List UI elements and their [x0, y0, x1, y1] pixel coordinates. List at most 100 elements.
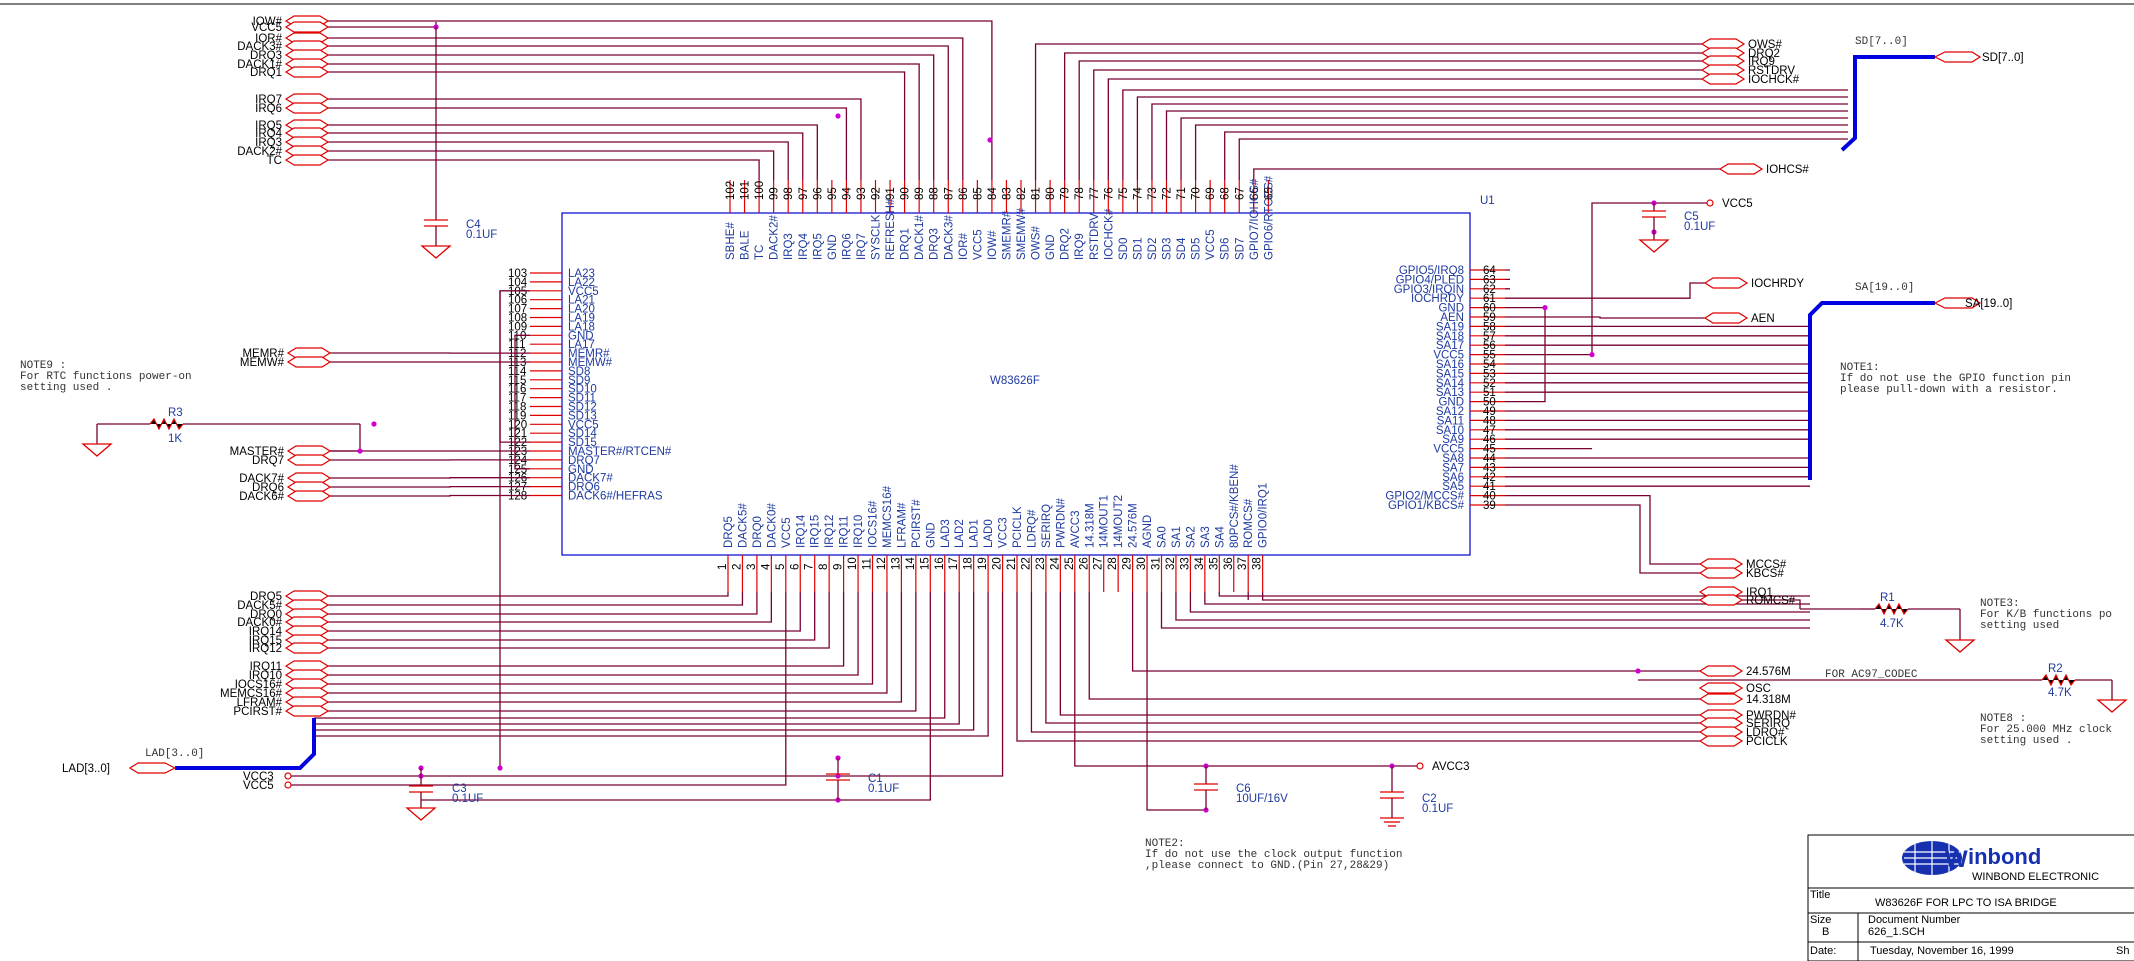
right-pin-number: 40 [1483, 491, 1496, 503]
left-port: IOR# [255, 33, 282, 45]
top-pin-name: SYSCLK [871, 214, 883, 260]
left-pin-name: SD14 [568, 428, 597, 440]
mid-left-port: MASTER# [230, 446, 285, 458]
bottom-pin-number: 27 [1093, 557, 1105, 570]
r2-ref: R2 [2048, 663, 2063, 675]
sd-bus-label: SD[7..0] [1982, 52, 2024, 64]
top-pin-name: GPIO7/IOHCS# [1249, 178, 1261, 260]
c6-val: 10UF/16V [1236, 793, 1288, 805]
top-pin-name: TC [754, 245, 766, 260]
right-top-port: RSTDRV [1748, 65, 1795, 77]
right-pin-number: 46 [1483, 434, 1496, 446]
top-pin-number: 82 [1016, 187, 1028, 200]
left-pin-name: MEMW# [568, 357, 613, 369]
top-pin-number: 83 [1001, 187, 1013, 200]
c4-val: 0.1UF [466, 229, 497, 241]
bottom-pin-number: 31 [1151, 557, 1163, 570]
left-pin-number: 103 [508, 268, 527, 280]
right-top-port: IRQ9 [1748, 56, 1775, 68]
note9-l1: NOTE9 : [20, 360, 66, 372]
lower-left-port: IRQ10 [249, 670, 282, 682]
vcc3-label: VCC3 [243, 771, 274, 783]
bottom-pin-number: 34 [1194, 557, 1206, 570]
top-pin-name: SD7 [1234, 238, 1246, 260]
top-pin-number: 92 [871, 187, 883, 200]
bottom-pin-number: 6 [789, 564, 801, 570]
sd-bus-tag: SD[7..0] [1855, 36, 1908, 48]
bottom-pin-number: 33 [1179, 557, 1191, 570]
top-pin-number: 69 [1205, 187, 1217, 200]
left-pin-name: LA23 [568, 268, 595, 280]
vcc5-left-label: VCC5 [243, 780, 274, 792]
top-pin-number: 79 [1060, 187, 1072, 200]
c6-ref: C6 [1236, 783, 1251, 795]
title-label: Title [1810, 889, 1830, 901]
top-pin-number: 78 [1074, 187, 1086, 200]
lower-left-port: IRQ15 [249, 635, 282, 647]
bottom-pin-number: 19 [977, 557, 989, 570]
bottom-pin-name: 80PCS#/KBEN# [1229, 464, 1241, 548]
capacitors [409, 27, 1666, 818]
bottom-pin-name: LFRAM# [896, 502, 908, 548]
left-pin-name: LA17 [568, 339, 595, 351]
top-pin-name: OWS# [1031, 226, 1043, 260]
right-pin-name: SA6 [1442, 472, 1464, 484]
bottom-pin-name: IRQ12 [824, 515, 836, 548]
bottom-pin-name: IRQ10 [853, 515, 865, 548]
bottom-pin-number: 7 [804, 564, 816, 570]
sa-bus-label: SA[19..0] [1965, 298, 2012, 310]
bottom-pin-number: 21 [1006, 557, 1018, 570]
note2-l1: NOTE2: [1145, 838, 1185, 850]
lower-left-port: PCIRST# [233, 706, 282, 718]
right-pin-number: 47 [1483, 425, 1496, 437]
bottom-pin-number: 29 [1122, 557, 1134, 570]
top-pin-name: VCC5 [1205, 229, 1217, 260]
bottom-pin-name: IRQ11 [839, 516, 851, 548]
top-pin-name: GPIO6/RTCCS# [1263, 175, 1275, 260]
res-r2 [1638, 673, 2113, 700]
bottom-pin-number: 22 [1020, 557, 1032, 570]
resistors [96, 417, 2113, 700]
left-pin-name: SD12 [568, 402, 597, 414]
size-label: Size [1810, 914, 1831, 926]
top-pin-name: SD5 [1191, 238, 1203, 260]
top-pin-name: IRQ4 [798, 233, 810, 260]
right-pin-name: GPIO3/IRQIN [1394, 284, 1464, 296]
left-pin-name: SD11 [568, 393, 596, 405]
r1-val: 4.7K [1880, 618, 1904, 630]
cap-c4 [424, 27, 448, 246]
bottom-pin-name: LAD0 [983, 519, 995, 548]
top-pin-number: 81 [1031, 187, 1043, 200]
left-pin-number: 113 [508, 357, 526, 369]
right-pin-number: 50 [1483, 397, 1496, 409]
right-pin-name: SA7 [1442, 462, 1464, 474]
r2-val: 4.7K [2048, 687, 2072, 699]
left-pin-name: LA21 [568, 295, 595, 307]
bottom-pin-name: SA2 [1185, 526, 1197, 548]
right-pin-name: IOCHRDY [1411, 293, 1464, 305]
note8-l1: NOTE8 : [1980, 713, 2026, 725]
codec-label: FOR AC97_CODEC [1825, 669, 1918, 681]
notes: NOTE9 : For RTC functions power-on setti… [20, 360, 2112, 872]
left-port: DACK1# [237, 59, 282, 71]
sd-bus-port: SD[7..0] [1933, 51, 2024, 64]
bottom-pin-number: 4 [760, 563, 772, 570]
top-pin-number: 86 [958, 187, 970, 200]
right-lower-port: SERIRQ [1746, 718, 1790, 730]
top-pin-number: 66 [1249, 187, 1261, 200]
bottom-pin-name: 14MOUT1 [1099, 495, 1111, 548]
right-pin-name: GPIO1/KBCS# [1388, 500, 1465, 512]
top-pin-number: 80 [1045, 187, 1057, 200]
right-pin-number: 61 [1483, 293, 1496, 305]
winbond-logo-icon: W [1902, 841, 1968, 875]
top-pin-name: IOW# [987, 230, 999, 260]
net-ports: IOW#VCC5IOR#DACK3#DRQ3DACK1#DRQ1IRQ7IRQ6… [220, 15, 1809, 748]
right-pin-number: 63 [1483, 274, 1496, 286]
bottom-pin-number: 15 [919, 557, 931, 570]
left-port: TC [267, 155, 282, 167]
bottom-pin-number: 28 [1107, 557, 1119, 570]
top-pin-name: SD2 [1147, 238, 1159, 260]
left-pin-name: SD8 [568, 366, 590, 378]
logo-text: inbond [1968, 844, 2041, 869]
